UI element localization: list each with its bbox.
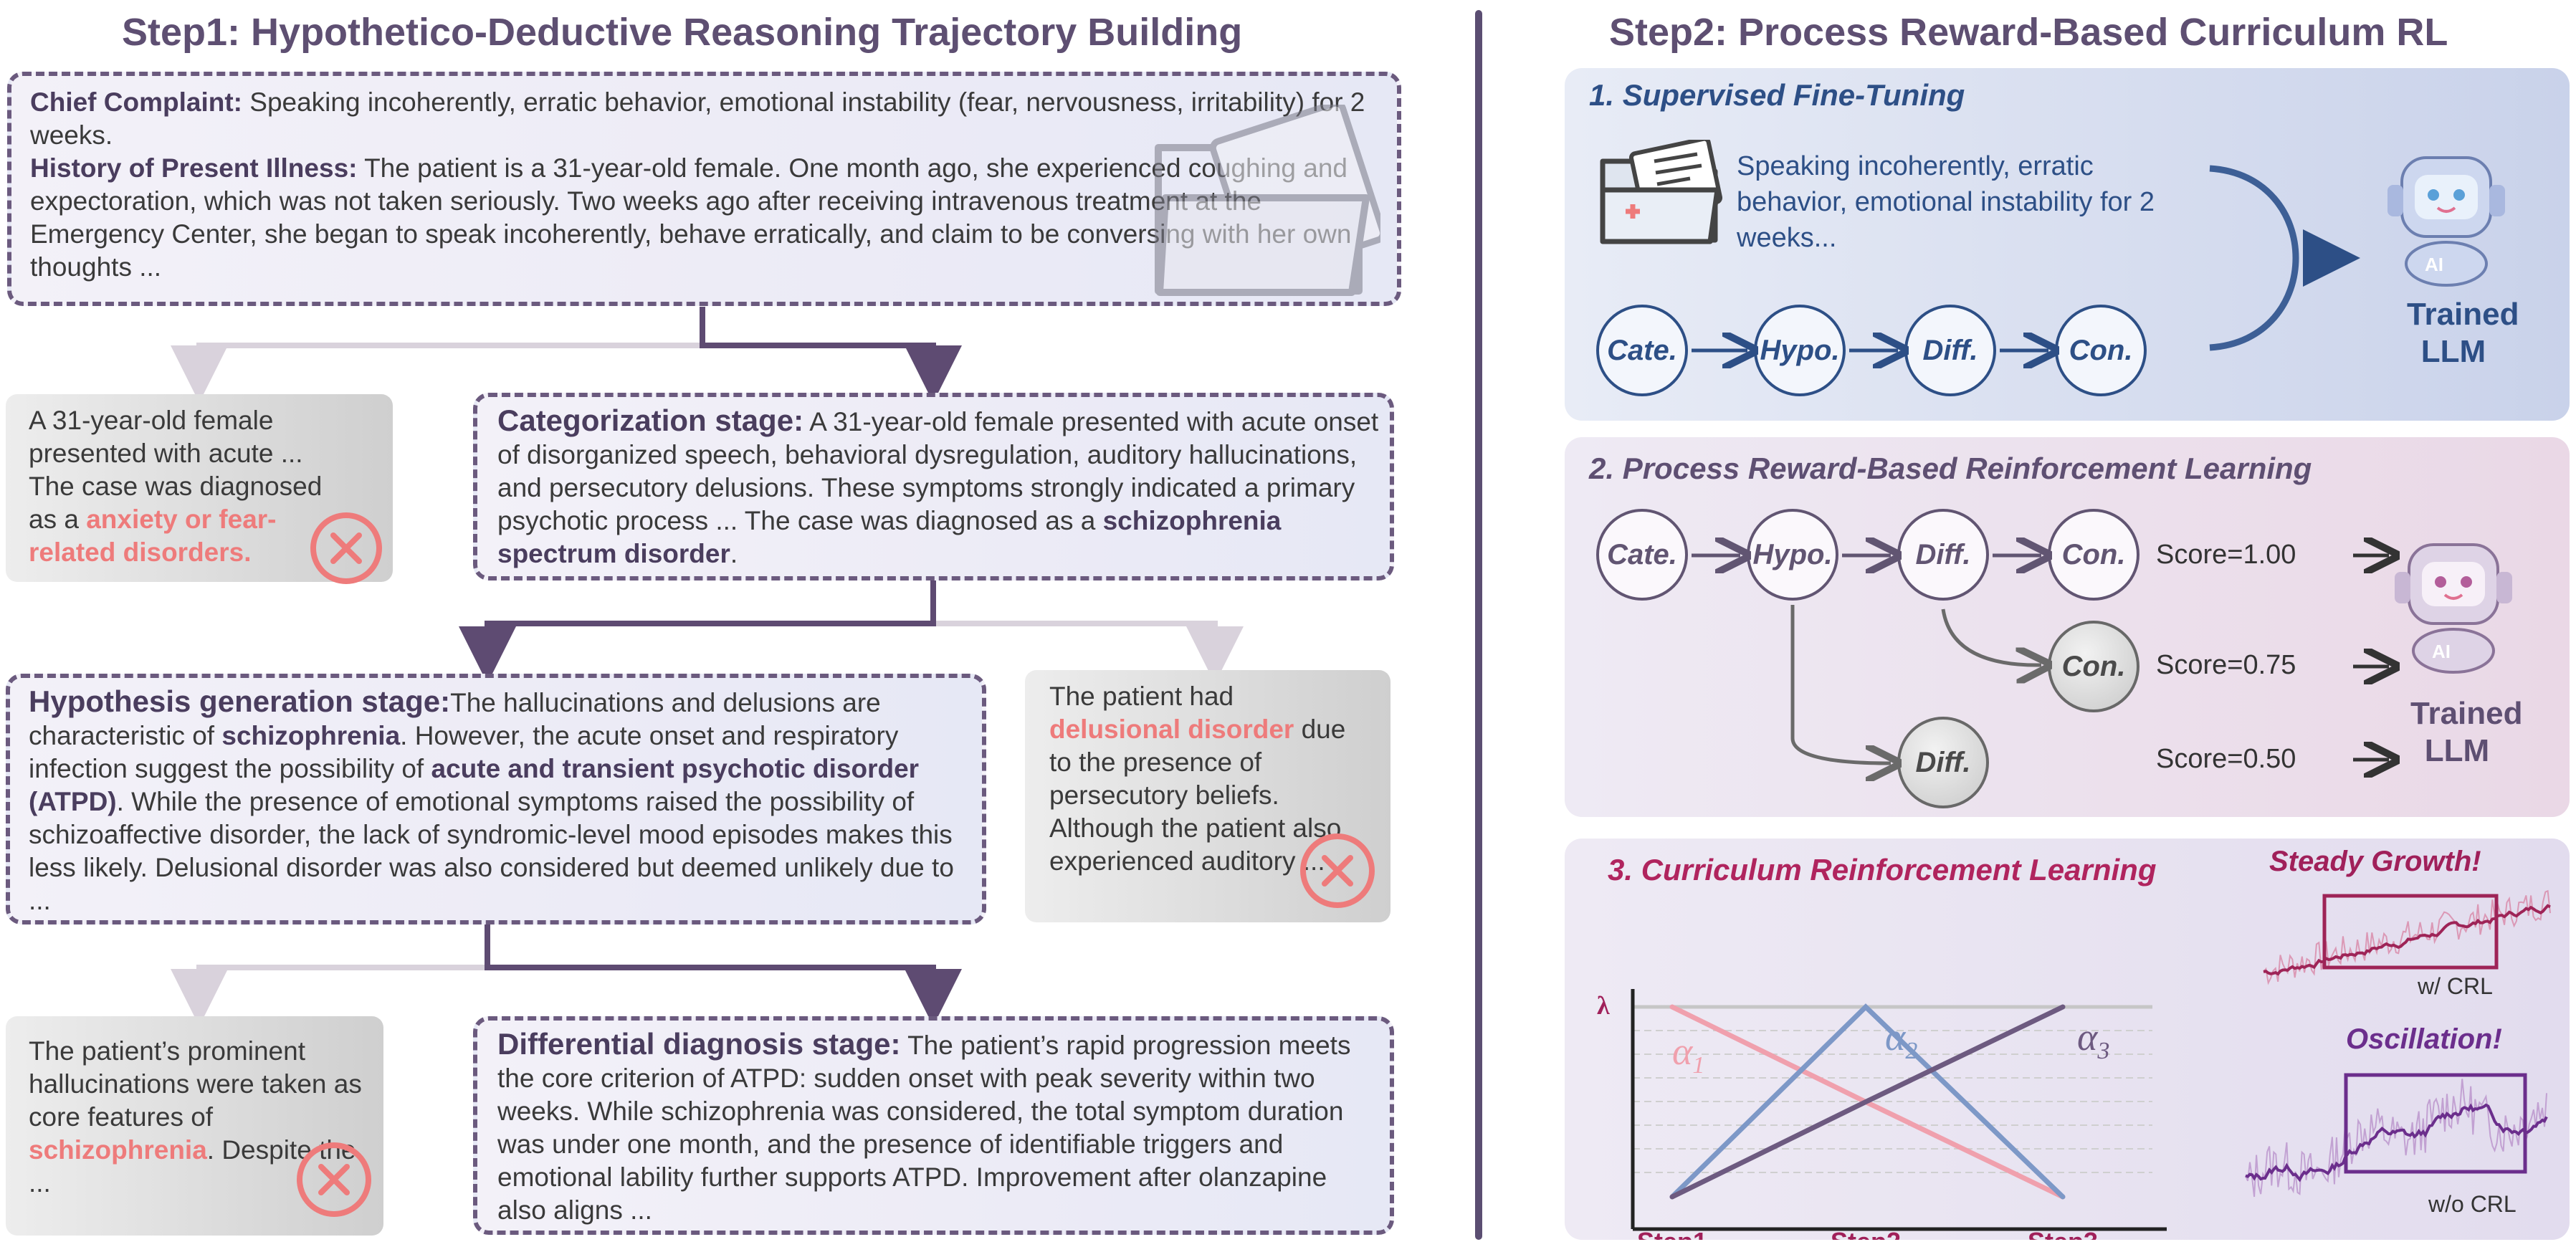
categorization-stage-box: Categorization stage: A 31-year-old fema…: [473, 393, 1394, 580]
series-line-2: [1669, 1003, 2066, 1200]
wrong2-text-block: The patient had delusional disorder due …: [1049, 680, 1365, 878]
crl-title: 3. Curriculum Reinforcement Learning: [1608, 853, 2157, 887]
smoothed-curve: [2245, 1103, 2548, 1182]
robot-icon: AI: [2395, 543, 2512, 674]
sft-arrows: [1692, 165, 2360, 421]
with-crl-label: w/ CRL: [2418, 973, 2493, 999]
differential-text: Differential diagnosis stage: The patien…: [497, 1028, 1383, 1227]
differential-stage-box: Differential diagnosis stage: The patien…: [473, 1016, 1394, 1235]
hypothesis-t1: The hallucinations and delusions are cha…: [29, 688, 881, 750]
wrong2-t1: The patient had: [1049, 682, 1234, 711]
wrong-trajectory-1: A 31-year-old female presented with acut…: [6, 394, 393, 584]
prl-node-con: Con.: [2048, 509, 2139, 601]
sft-panel: 1. Supervised Fine-Tuning Speaking incoh…: [1565, 68, 2570, 421]
case-text: Chief Complaint: Speaking incoherently, …: [30, 86, 1385, 284]
prl-node-hypo: Hypo.: [1747, 509, 1838, 601]
categorization-diagnosis: schizophrenia spectrum disorder: [497, 506, 1282, 568]
patient-file-icon: [1600, 140, 1722, 244]
medical-folder-icon: [1155, 105, 1380, 296]
highlight-box: [2344, 1073, 2527, 1174]
step1-arrows: [171, 307, 1244, 1026]
robot-icon: AI: [2387, 156, 2505, 287]
wrong3-t1: The patient’s prominent hallucinations w…: [29, 1036, 362, 1132]
chief-complaint-label: Chief Complaint:: [30, 87, 242, 117]
categorization-text1: A 31-year-old female presented with acut…: [497, 407, 1379, 535]
without-crl-label: w/o CRL: [2428, 1191, 2517, 1217]
series-line-3: [1669, 1004, 2066, 1200]
alpha-label-3: α3: [2077, 1016, 2109, 1064]
hypothesis-b1: schizophrenia: [221, 721, 401, 750]
prl-score-3: Score=0.50: [2156, 744, 2296, 774]
crl-chart: λ α1 α2 α3Step1 Step2 Step3: [1597, 989, 2167, 1240]
prl-node-cate: Cate.: [1596, 509, 1688, 601]
prl-panel: 2. Process Reward-Based Reinforcement Le…: [1565, 437, 2570, 817]
sft-case-text: Speaking incoherently, erratic behavior,…: [1737, 151, 2155, 253]
prl-score-1: Score=1.00: [2156, 540, 2296, 570]
step1-title: Step1: Hypothetico-Deductive Reasoning T…: [122, 11, 1243, 54]
step2-title: Step2: Process Reward-Based Curriculum R…: [1609, 11, 2448, 54]
steady-growth-label: Steady Growth!: [2269, 846, 2481, 877]
alpha-label-2: α2: [1885, 1016, 1917, 1064]
raw-curve: [2245, 1079, 2547, 1198]
hypothesis-b2: acute and transient psychotic disorder (…: [29, 754, 920, 816]
wrong3-diagnosis: schizophrenia: [29, 1135, 207, 1165]
differential-label: Differential diagnosis stage:: [497, 1027, 901, 1061]
hypothesis-stage-box: Hypothesis generation stage:The hallucin…: [6, 674, 986, 924]
prl-arrows: [1692, 437, 2570, 817]
sft-node-con: Con.: [2055, 305, 2147, 396]
sft-node-diff: Diff.: [1904, 305, 1996, 396]
steady-growth-plot: [2263, 889, 2551, 985]
crl-panel: 3. Curriculum Reinforcement Learning λ α1…: [1565, 838, 2570, 1240]
robot-ai-label: AI: [2432, 641, 2451, 662]
alpha-label-1: α1: [1672, 1030, 1704, 1079]
case-box: Chief Complaint: Speaking incoherently, …: [7, 72, 1401, 306]
wrong-trajectory-2: The patient had delusional disorder due …: [1025, 670, 1390, 922]
error-x-icon: [310, 512, 382, 584]
prl-node-diff: Diff.: [1897, 509, 1989, 601]
highlight-box: [2322, 894, 2499, 970]
hypothesis-label: Hypothesis generation stage:: [29, 684, 451, 718]
oscillation-label: Oscillation!: [2346, 1023, 2502, 1055]
error-x-icon: [297, 1142, 371, 1217]
wrong1-text-block: A 31-year-old female presented with acut…: [29, 404, 330, 569]
wrong2-diagnosis: delusional disorder: [1049, 715, 1294, 744]
hypothesis-text: Hypothesis generation stage:The hallucin…: [29, 685, 975, 917]
sft-trained-llm: Trained LLM: [2407, 297, 2519, 369]
step-tick-label: Step2: [1831, 1227, 1901, 1240]
robot-ai-label: AI: [2425, 254, 2443, 275]
differential-body: The patient’s rapid progression meets th…: [497, 1031, 1351, 1225]
error-x-icon: [1300, 833, 1375, 908]
sft-title: 1. Supervised Fine-Tuning: [1589, 78, 1965, 112]
wrong3-t2: . Despite the ...: [29, 1135, 356, 1198]
wrong2-t2: due to the presence of persecutory belie…: [1049, 715, 1346, 876]
section-divider: [1475, 10, 1482, 1240]
hpi-text: The patient is a 31-year-old female. One…: [30, 153, 1352, 282]
categorization-label: Categorization stage:: [497, 403, 804, 437]
wrong1-text: A 31-year-old female presented with acut…: [29, 406, 323, 534]
hypothesis-t3: . While the presence of emotional sympto…: [29, 787, 954, 915]
smoothed-curve: [2263, 904, 2551, 976]
categorization-text2: .: [730, 539, 738, 568]
chief-complaint-text: Speaking incoherently, erratic behavior,…: [30, 87, 1365, 150]
wrong1-diagnosis: anxiety or fear-related disorders.: [29, 505, 277, 567]
oscillation-plot: [2245, 1073, 2548, 1198]
hypothesis-t2: . However, the acute onset and respirato…: [29, 721, 899, 783]
hpi-label: History of Present Illness:: [30, 153, 358, 183]
step-tick-label: Step1: [1637, 1227, 1707, 1240]
wrong-trajectory-3: The patient’s prominent hallucinations w…: [6, 1016, 383, 1236]
lambda-axis-label: λ: [1597, 991, 1610, 1020]
step-tick-label: Step3: [2028, 1227, 2098, 1240]
wrong3-text-block: The patient’s prominent hallucinations w…: [29, 1035, 373, 1200]
prl-title: 2. Process Reward-Based Reinforcement Le…: [1589, 452, 2312, 485]
prl-trained-llm: Trained LLM: [2410, 696, 2523, 768]
categorization-text: Categorization stage: A 31-year-old fema…: [497, 404, 1379, 570]
prl-score-2: Score=0.75: [2156, 650, 2296, 680]
sft-node-cate: Cate.: [1596, 305, 1688, 396]
